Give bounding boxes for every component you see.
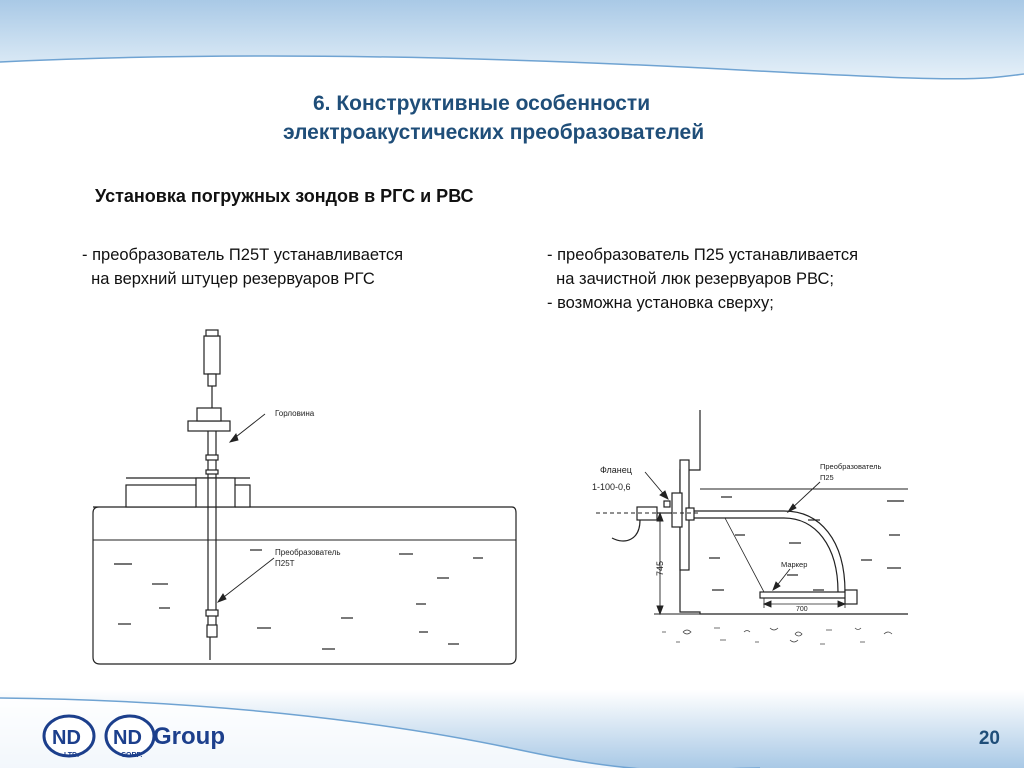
svg-text:ND: ND: [113, 727, 142, 749]
nd-group-logo: ND CORP. Group: [103, 712, 233, 767]
p25-label-line1: Преобразователь: [820, 462, 882, 471]
p25-label-line2: П25: [820, 473, 834, 482]
top-wave-decoration: [0, 55, 1024, 100]
slide-title-line2: электроакустических преобразователей: [283, 121, 705, 144]
neck-label: Горловина: [275, 409, 315, 418]
nd-ltd-logo: ND LTD.: [40, 712, 98, 767]
p25t-label-line1: Преобразователь: [275, 548, 341, 557]
right-bullet-3: - возможна установка сверху;: [547, 294, 774, 312]
svg-text:ND: ND: [52, 727, 81, 749]
bottom-wave-decoration: [0, 690, 1024, 768]
slide-subtitle: Установка погружных зондов в РГС и РВС: [95, 186, 474, 206]
p25t-label-line2: П25Т: [275, 559, 295, 568]
svg-text:CORP.: CORP.: [121, 752, 142, 759]
right-bullet-list: - преобразователь П25 устанавливается на…: [547, 243, 858, 315]
left-bullet-list: - преобразователь П25Т устанавливается н…: [82, 243, 403, 291]
page-number: 20: [978, 728, 1000, 749]
right-bullet-2: на зачистной люк резервуаров РВС;: [547, 270, 834, 288]
marker-label: Маркер: [781, 560, 807, 569]
right-bullet-1: - преобразователь П25 устанавливается: [547, 246, 859, 264]
height-dimension-label: 745: [655, 561, 665, 576]
svg-text:LTD.: LTD.: [64, 752, 79, 759]
slide-title-line1: 6. Конструктивные особенности: [313, 92, 651, 115]
svg-text:Group: Group: [153, 723, 225, 750]
left-bullet-2: на верхний штуцер резервуаров РГС: [82, 270, 375, 288]
left-bullet-1: - преобразователь П25Т устанавливается: [82, 246, 404, 264]
flange-label-line2: 1-100-0,6: [592, 482, 631, 492]
flange-label-line1: Фланец: [600, 465, 632, 475]
length-dimension-label: 700: [796, 606, 808, 613]
